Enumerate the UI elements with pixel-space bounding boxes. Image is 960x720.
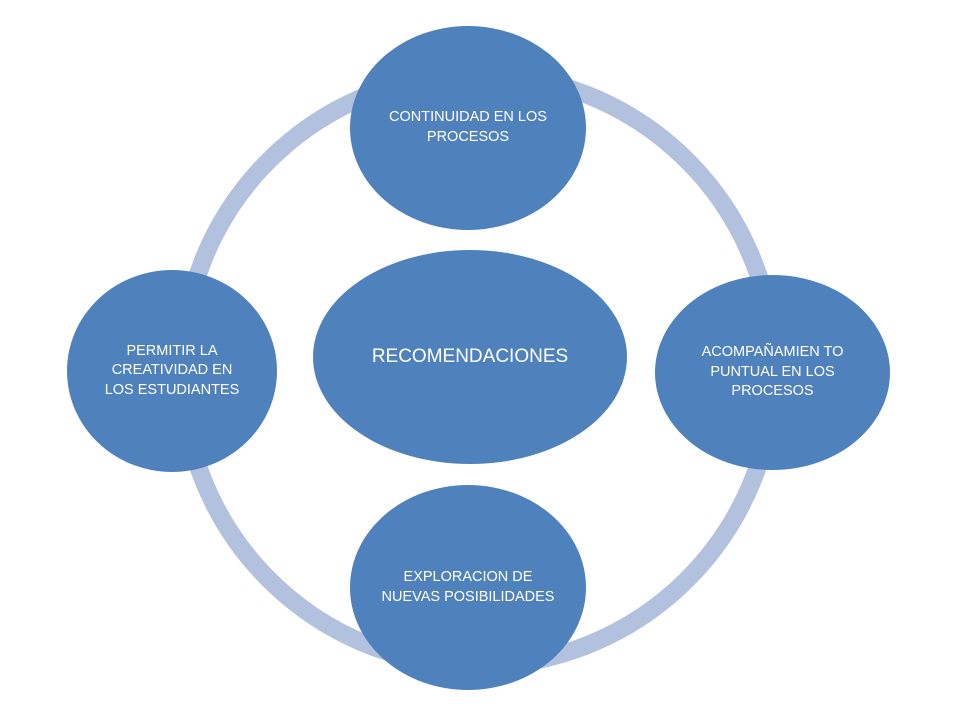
center-node: RECOMENDACIONES [313, 250, 627, 464]
node-label-bottom: EXPLORACION DE NUEVAS POSIBILIDADES [381, 568, 555, 605]
node-label-right: ACOMPAÑAMIEN TO PUNTUAL EN LOS PROCESOS [701, 344, 844, 400]
node-acompanamiento: ACOMPAÑAMIEN TO PUNTUAL EN LOS PROCESOS [655, 275, 890, 470]
node-label-top: CONTINUIDAD EN LOS PROCESOS [389, 109, 547, 145]
node-label-left: PERMITIR LA CREATIVIDAD EN LOS ESTUDIANT… [104, 342, 240, 398]
node-continuidad: CONTINUIDAD EN LOS PROCESOS [350, 26, 586, 230]
node-creatividad: PERMITIR LA CREATIVIDAD EN LOS ESTUDIANT… [67, 270, 277, 472]
center-label: RECOMENDACIONES [371, 346, 569, 368]
node-exploracion: EXPLORACION DE NUEVAS POSIBILIDADES [350, 485, 586, 690]
